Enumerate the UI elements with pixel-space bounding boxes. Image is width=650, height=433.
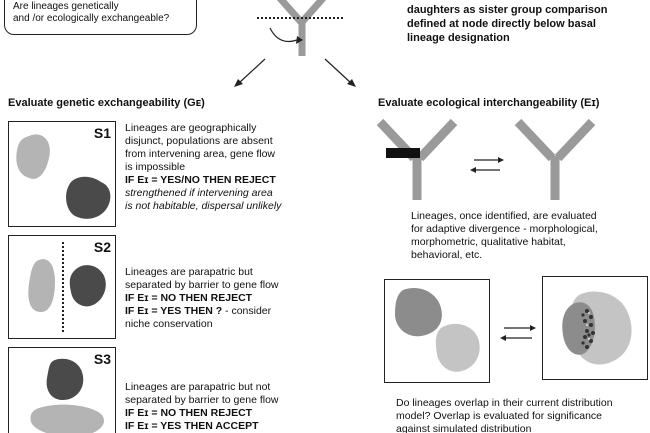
ecological-heading: Evaluate ecological interchangeability (… — [378, 97, 600, 109]
s3-distribution-map — [30, 358, 105, 433]
s3-label: S3 — [93, 351, 111, 367]
s3-rule-1: IF Eɪ = NO THEN REJECT — [125, 407, 253, 419]
overlap-panel-separate — [384, 279, 490, 383]
s2-line-1: Lineages are parapatric but — [125, 266, 253, 278]
s1-note-1: strengthened if intervening area — [125, 187, 273, 199]
overlap-line-2: model? Overlap is evaluated for signific… — [396, 410, 603, 422]
overlap-exchange-arrows-icon — [500, 325, 536, 341]
s2-description: Lineages are parapatric but separated by… — [125, 266, 279, 331]
top-tree-icon — [257, 0, 345, 56]
s1-note-2: is not habitable, dispersal unlikely — [125, 200, 282, 212]
adaptive-line-3: morphometric, qualitative habitat, — [411, 236, 566, 248]
s2-label: S2 — [93, 239, 111, 255]
callout-line-1: Are lineages genetically — [13, 1, 119, 12]
diverging-arrows-icon — [234, 58, 356, 87]
s2-line-2: separated by barrier to gene flow — [125, 279, 279, 291]
tree-with-barrier-icon — [376, 118, 458, 200]
overlapping-distribution-map — [562, 291, 632, 365]
adaptive-line-4: behavioral, etc. — [411, 249, 483, 261]
overlap-question-text: Do lineages overlap in their current dis… — [396, 397, 613, 433]
s2-rule-2-rest: - consider — [222, 305, 272, 317]
s1-line-3: from intervening area, gene flow — [125, 148, 275, 160]
s2-rule-2: IF Eɪ = YES THEN ? — [125, 305, 223, 317]
s1-description: Lineages are geographically disjunct, po… — [125, 122, 281, 213]
panel-s3: S3 — [8, 347, 116, 433]
tree-icon — [514, 118, 596, 200]
overlap-line-1: Do lineages overlap in their current dis… — [396, 397, 613, 409]
overlap-line-3: against simulated distribution — [396, 423, 532, 433]
question-callout: Are lineages genetically and /or ecologi… — [4, 0, 197, 35]
s2-distribution-map — [28, 242, 106, 334]
panel-s2: S2 — [8, 235, 116, 339]
overlap-panel-overlapping — [542, 276, 648, 380]
s1-line-1: Lineages are geographically — [125, 122, 257, 134]
s1-distribution-map — [16, 134, 111, 219]
s1-line-4: is impossible — [125, 161, 186, 173]
separate-distribution-map — [395, 288, 480, 372]
adaptive-line-1: Lineages, once identified, are evaluated — [411, 210, 597, 222]
s3-rule-2: IF Eɪ = YES THEN ACCEPT — [125, 420, 259, 432]
adaptive-divergence-text: Lineages, once identified, are evaluated… — [411, 210, 598, 262]
sister-group-text: daughters as sister group comparison def… — [407, 3, 608, 45]
s3-line-1: Lineages are parapatric but not — [125, 381, 271, 393]
sister-line-2: defined at node directly below basal — [407, 18, 596, 30]
genetic-heading: Evaluate genetic exchangeability (Gᴇ) — [8, 97, 205, 109]
s1-label: S1 — [93, 125, 111, 141]
s1-rule: IF Eɪ = YES/NO THEN REJECT — [125, 174, 276, 186]
s2-rule-2-cont: niche conservation — [125, 318, 213, 330]
callout-line-2: and /or ecologically exchangeable? — [13, 13, 170, 24]
sister-line-1: daughters as sister group comparison — [407, 4, 608, 16]
rotation-arrow-icon — [269, 27, 298, 43]
exchange-arrows-icon — [470, 157, 504, 173]
s3-description: Lineages are parapatric but not separate… — [125, 381, 279, 433]
s3-line-2: separated by barrier to gene flow — [125, 394, 279, 406]
s2-rule-1: IF Eɪ = NO THEN REJECT — [125, 292, 253, 304]
panel-s1: S1 — [8, 121, 116, 227]
s1-line-2: disjunct, populations are absent — [125, 135, 273, 147]
adaptive-line-2: for adaptive divergence - morphological, — [411, 223, 598, 235]
sister-line-3: lineage designation — [407, 32, 510, 44]
